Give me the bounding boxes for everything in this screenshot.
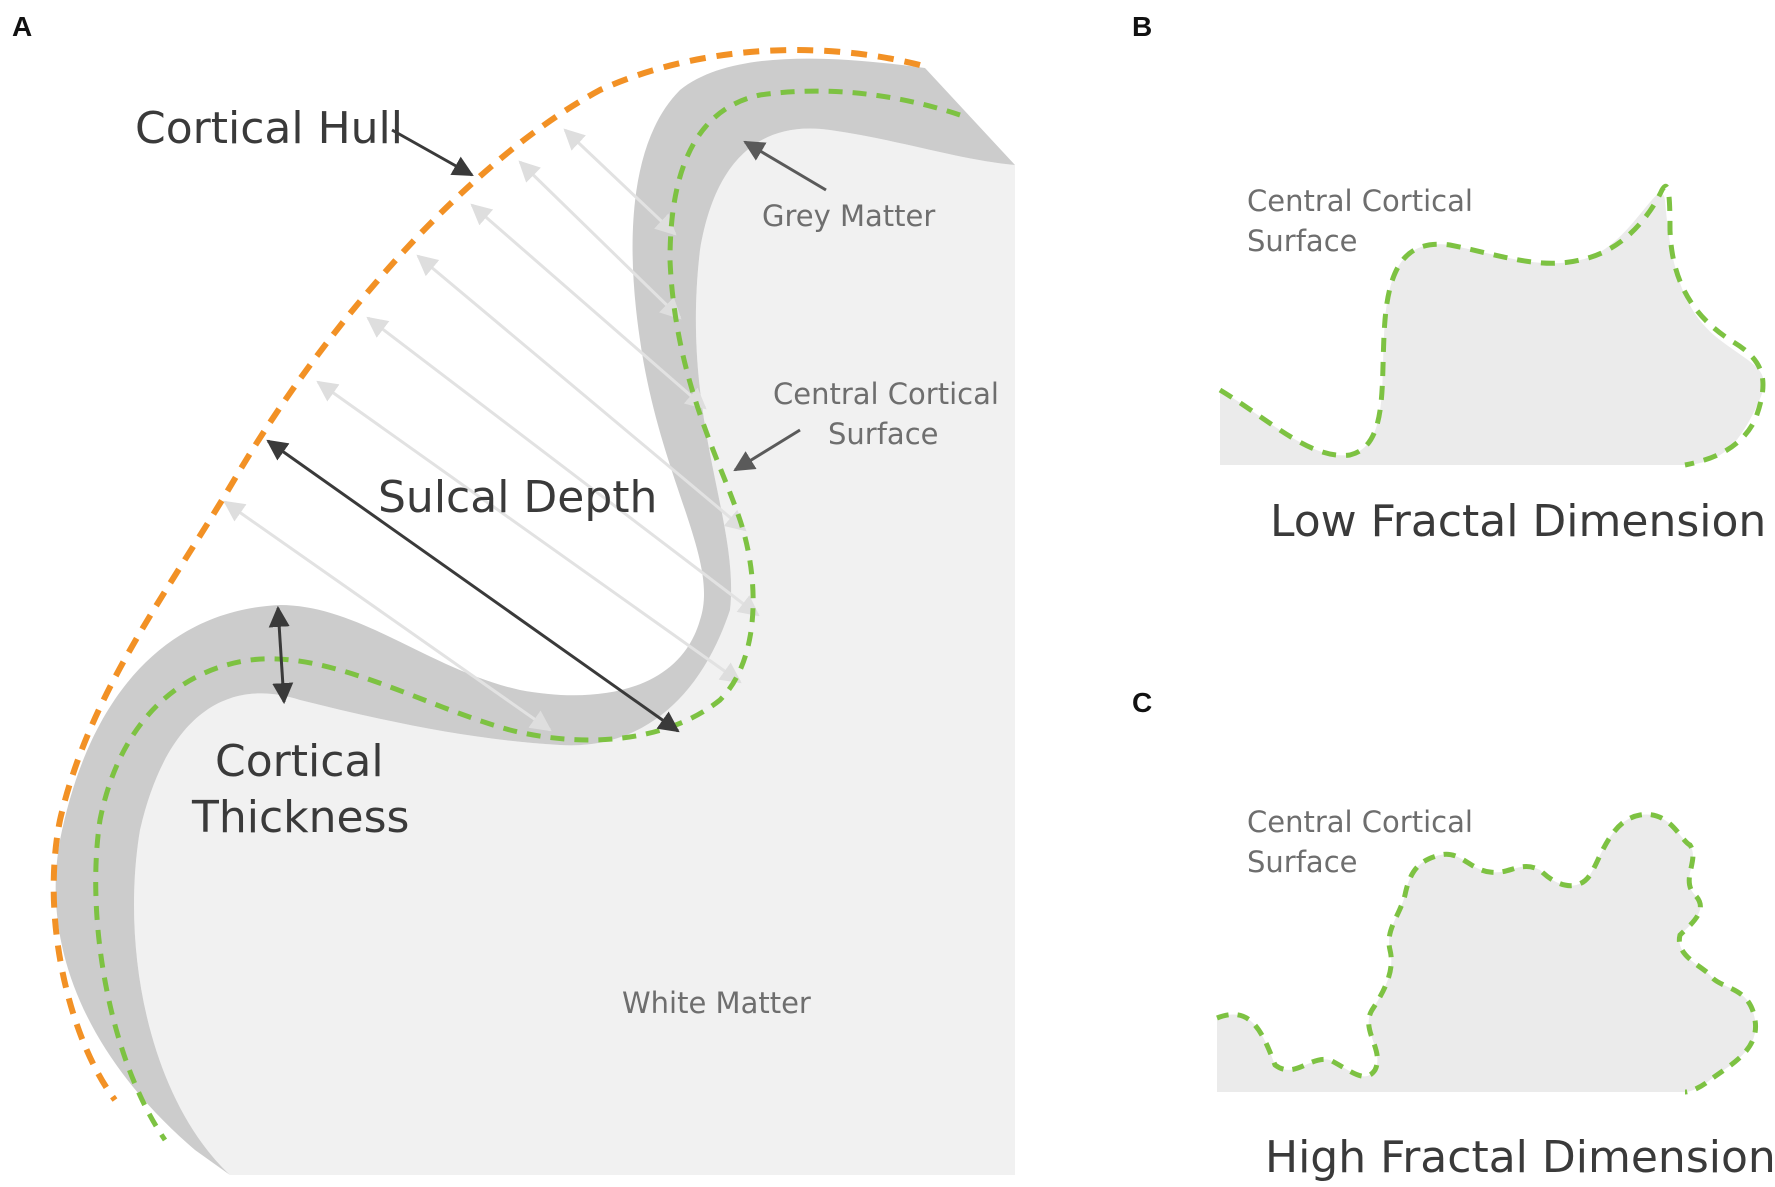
white-matter-region [134, 128, 1015, 1175]
grey-matter-label: Grey Matter [762, 199, 935, 233]
white-matter-label: White Matter [622, 986, 811, 1020]
low-fd-surface-line [1218, 183, 1766, 468]
panel-b-surface-label-line2: Surface [1247, 224, 1357, 258]
panel-a-letter: A [12, 11, 32, 42]
panel-c-surface-label-line2: Surface [1247, 845, 1357, 879]
cortical-hull-label: Cortical Hull [135, 103, 403, 154]
panel-c-caption: High Fractal Dimension [1265, 1132, 1775, 1183]
sulcal-depth-arrow [266, 439, 680, 733]
high-fd-region [1217, 814, 1756, 1092]
high-fd-surface-line [1216, 812, 1758, 1095]
central-surface-label-line2: Surface [828, 417, 938, 451]
cortical-thickness-label-line2: Thickness [191, 792, 409, 843]
cortical-thickness-arrow [268, 605, 294, 705]
low-fd-region [1220, 193, 1764, 465]
panel-c: C Central Cortical Surface High Fractal … [1132, 687, 1775, 1183]
central-surface-pointer [733, 428, 801, 472]
panel-b-caption: Low Fractal Dimension [1270, 496, 1766, 547]
grey-matter-pointer [743, 140, 827, 192]
panel-c-surface-label-line1: Central Cortical [1247, 805, 1473, 839]
panel-b-letter: B [1132, 11, 1152, 42]
central-cortical-surface-line [93, 88, 961, 1142]
panel-a: A Cortical Hull Grey Matter Central Cort… [12, 11, 1015, 1176]
panel-b-surface-label-line1: Central Cortical [1247, 184, 1473, 218]
cortical-hull-pointer [391, 128, 474, 177]
panel-c-letter: C [1132, 687, 1152, 718]
panel-b: B Central Cortical Surface Low Fractal D… [1132, 11, 1766, 547]
sulcal-depth-label: Sulcal Depth [378, 472, 657, 523]
central-surface-label-line1: Central Cortical [773, 377, 999, 411]
cortical-thickness-label-line1: Cortical [215, 736, 384, 787]
